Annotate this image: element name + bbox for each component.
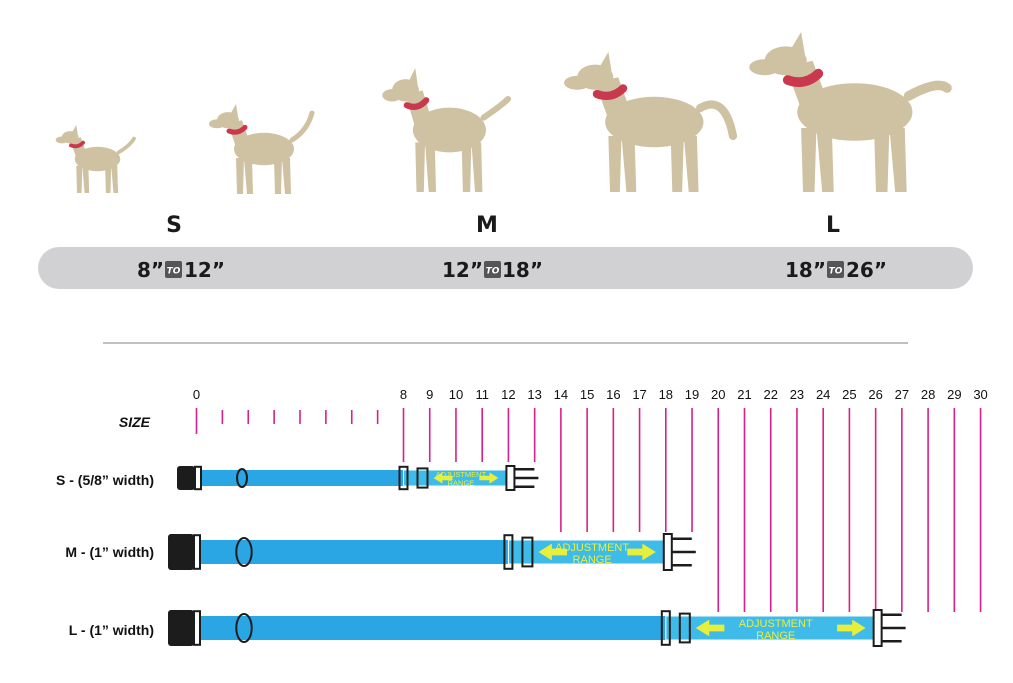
tick-label: 22 [763,387,777,402]
buckle-male-icon [872,609,906,647]
tick-label: 0 [193,387,200,402]
tick-label: 19 [685,387,699,402]
small-dog-icon [209,104,315,194]
large-dog-icon [564,52,738,192]
range-l-to: 26” [846,258,887,282]
to-badge-icon: TO [484,261,501,278]
keeper-icon [416,467,429,489]
tick-label: 30 [973,387,987,402]
tick-label: 11 [475,387,489,402]
tick-label: 14 [554,387,568,402]
tick-label: 10 [449,387,463,402]
tiny-dog-icon [55,125,136,193]
to-word: TO [167,267,181,277]
slider-icon [660,610,671,646]
collar-label-l: L - (1” width) [69,622,154,638]
tick-label: 13 [527,387,541,402]
medium-dog-icon [382,68,512,192]
slider-icon [398,465,409,491]
range-l: 18” TO 26” [785,258,887,282]
dog-illustrations [55,32,952,194]
range-label: RANGE [448,479,475,488]
tick-label: 8 [400,387,407,402]
range-s-to: 12” [184,258,225,282]
tick-label: 28 [921,387,935,402]
adjustment-label: ADJUSTMENT [555,542,629,554]
tick-label: 21 [737,387,751,402]
tick-label: 26 [868,387,882,402]
buckle-female-icon [168,610,194,646]
size-axis-label: SIZE [119,414,151,430]
size-letter-l: L [826,213,840,238]
buckle-female-icon [168,534,194,570]
tick-label: 25 [842,387,856,402]
to-badge-icon: TO [165,261,182,278]
collar-strap [200,540,509,564]
tick-label: 24 [816,387,830,402]
buckle-slot [194,465,202,491]
buckle-male-icon [505,465,539,491]
range-l-from: 18” [785,258,826,282]
range-label: RANGE [573,554,612,566]
xlarge-dog-icon [749,32,952,192]
d-ring-icon [235,537,253,567]
adjustment-label: ADJUSTMENT [739,618,813,630]
slider-icon [503,534,514,570]
tick-label: 12 [501,387,515,402]
collar-strap [200,616,666,640]
range-s-from: 8” [137,258,164,282]
tick-label: 16 [606,387,620,402]
buckle-female-icon [177,466,195,490]
collar-strap [201,470,404,486]
range-m-from: 12” [442,258,483,282]
tick-label: 17 [632,387,646,402]
range-label: RANGE [756,630,795,642]
adjustment-arrow-icon [538,543,656,561]
adjustment-label: ADJUSTMENT [436,470,487,479]
range-s: 8” TO 12” [137,258,225,282]
keeper-icon [521,536,534,568]
buckle-slot [193,534,201,570]
tick-label: 18 [659,387,673,402]
to-badge-icon: TO [827,261,844,278]
tick-label: 9 [426,387,433,402]
buckle-male-icon [662,533,696,571]
collar-label-m: M - (1” width) [65,544,154,560]
to-word: TO [486,267,500,277]
buckle-slot [193,610,201,646]
d-ring-icon [236,468,248,488]
tick-label: 29 [947,387,961,402]
d-ring-icon [235,613,253,643]
tick-label: 15 [580,387,594,402]
range-m: 12” TO 18” [442,258,543,282]
size-scale: 0 8 9 10 11 12 13 14 15 16 17 18 19 20 21 22 23 24 25 26 27 2… [193,387,988,612]
keeper-icon [678,612,691,644]
tick-label: 20 [711,387,725,402]
tick-label: 27 [895,387,909,402]
adjustment-arrow-icon [433,472,499,484]
collar-label-s: S - (5/8” width) [56,472,154,488]
to-word: TO [829,267,843,277]
range-m-to: 18” [502,258,543,282]
size-letter-m: M [476,213,498,238]
adjustment-arrow-icon [695,619,866,637]
collar-diagrams: ADJUSTMENTRANGEADJUSTMENTRANGEADJUSTMENT… [168,465,906,647]
tick-label: 23 [790,387,804,402]
size-range-band [38,247,973,289]
size-letter-s: S [166,213,182,238]
